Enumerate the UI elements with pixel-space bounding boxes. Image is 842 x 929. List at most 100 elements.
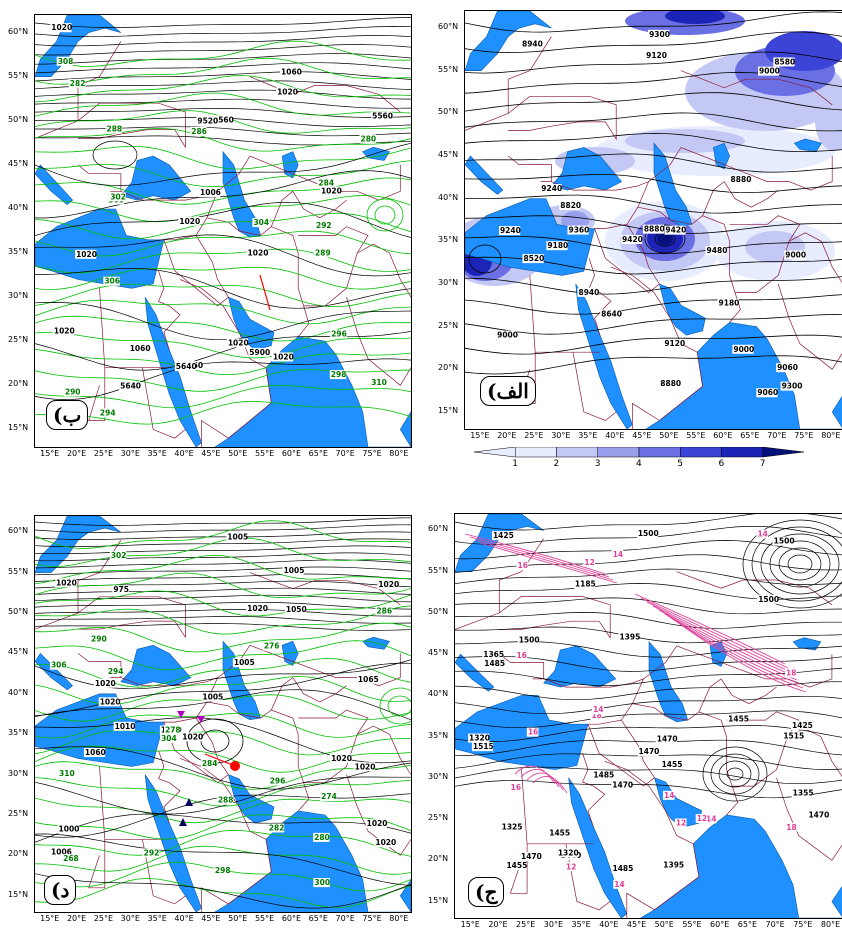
- contour-label: 1455: [505, 861, 527, 871]
- contour-black: [35, 108, 411, 118]
- svg-text:1185: 1185: [575, 580, 596, 589]
- contour-black: [455, 514, 842, 531]
- contour-black: [455, 739, 842, 756]
- lat-tick-label: 40°N: [428, 689, 449, 699]
- lat-tick-label: 40°N: [8, 687, 29, 697]
- lat-tick-label: 45°N: [438, 150, 459, 160]
- lon-tick-label: 15°E: [40, 914, 60, 923]
- svg-text:18: 18: [786, 668, 796, 677]
- contour-label: 8640: [600, 309, 622, 319]
- contour-label: 8940: [577, 287, 599, 297]
- svg-text:274: 274: [321, 792, 337, 801]
- contour-label: 14: [613, 879, 625, 889]
- lon-tick-label: 20°E: [66, 449, 87, 458]
- contour-magenta: [652, 605, 795, 677]
- contour-green: [35, 676, 411, 705]
- svg-text:8880: 8880: [660, 379, 681, 388]
- panel-d-letter: (د: [44, 875, 77, 905]
- contour-black: [465, 314, 842, 335]
- svg-text:1485: 1485: [593, 771, 614, 780]
- contour-green: [35, 712, 411, 739]
- contour-green: [35, 400, 411, 425]
- svg-text:9520: 9520: [197, 116, 218, 125]
- contour-black: [465, 71, 842, 94]
- contour-black: [35, 776, 411, 815]
- svg-text:1470: 1470: [612, 780, 633, 789]
- contour-black: [35, 573, 411, 582]
- panel-b-letter: (ب: [46, 400, 89, 430]
- contour-label: 1455: [660, 759, 682, 769]
- colorbar-segment: [474, 447, 516, 458]
- water-body: [144, 296, 202, 447]
- contour-black: [35, 545, 411, 555]
- panel-b: 1060102010601020102010601020100610201020…: [0, 0, 420, 470]
- country-border: [346, 296, 411, 386]
- country-border: [604, 760, 700, 918]
- contour-green: [35, 212, 411, 240]
- lat-tick-label: 55°N: [438, 64, 459, 74]
- country-border: [206, 701, 310, 812]
- contour-label: 14: [756, 529, 769, 539]
- svg-text:1470: 1470: [521, 852, 542, 861]
- svg-text:1020: 1020: [273, 353, 294, 362]
- lat-tick-label: 15°N: [8, 889, 29, 899]
- front-line-red: [204, 753, 236, 767]
- svg-text:1006: 1006: [51, 847, 72, 856]
- contour-magenta: [676, 621, 807, 693]
- country-border: [158, 750, 181, 824]
- svg-text:1020: 1020: [375, 838, 396, 847]
- contour-label: 9520: [196, 116, 218, 126]
- contour-black: [465, 11, 842, 33]
- contour-label: 280: [359, 134, 376, 144]
- water-body: [214, 336, 411, 447]
- svg-text:294: 294: [100, 409, 116, 418]
- contour-label: 1470: [611, 780, 633, 790]
- svg-text:288: 288: [218, 796, 234, 805]
- water-body: [465, 11, 552, 71]
- country-border: [632, 703, 739, 816]
- lon-tick-label: 15°E: [460, 920, 480, 929]
- contour-label: 1020: [374, 838, 396, 848]
- contour-label: 1020: [246, 604, 268, 614]
- svg-text:300: 300: [314, 878, 330, 887]
- country-border: [195, 235, 229, 298]
- svg-text:1065: 1065: [358, 675, 379, 684]
- contour-black: [751, 526, 842, 602]
- panel-d: 1060106510301020100510201020100510061020…: [0, 505, 420, 929]
- contour-black: [35, 80, 411, 90]
- svg-text:1515: 1515: [783, 731, 804, 740]
- panel-b-svg: 1060102010601020102010601020100610201020…: [35, 15, 411, 447]
- contour-label: 1320: [468, 733, 490, 743]
- lat-tick-label: 50°N: [438, 107, 459, 117]
- contour-green: [35, 40, 411, 67]
- contour-label: 306: [103, 276, 120, 286]
- lat-tick-label: 15°N: [438, 405, 459, 415]
- contour-label: 8880: [659, 378, 681, 388]
- svg-text:280: 280: [314, 833, 330, 842]
- contour-label: 9420: [664, 225, 686, 235]
- svg-text:8880: 8880: [731, 175, 752, 184]
- country-border: [99, 288, 170, 369]
- svg-text:9000: 9000: [759, 67, 780, 76]
- contour-black: [644, 224, 686, 254]
- lon-tick-label: 45°E: [626, 920, 647, 929]
- lat-tick-label: 50°N: [8, 606, 29, 616]
- contour-label: 1020: [226, 338, 249, 348]
- water-body: [35, 652, 74, 691]
- svg-text:1515: 1515: [473, 742, 494, 751]
- country-border: [507, 155, 552, 182]
- svg-text:9240: 9240: [541, 184, 562, 193]
- svg-text:1050: 1050: [286, 605, 307, 614]
- lon-tick-label: 75°E: [793, 920, 813, 929]
- country-border: [698, 678, 777, 713]
- water-body: [543, 645, 617, 688]
- country-border: [88, 839, 106, 889]
- lon-tick-label: 25°E: [93, 914, 114, 923]
- country-border: [532, 678, 645, 725]
- svg-text:9180: 9180: [547, 241, 568, 250]
- country-border: [298, 226, 369, 307]
- contour-label: 8520: [522, 254, 544, 264]
- svg-text:278: 278: [165, 725, 181, 734]
- svg-text:302: 302: [110, 192, 126, 201]
